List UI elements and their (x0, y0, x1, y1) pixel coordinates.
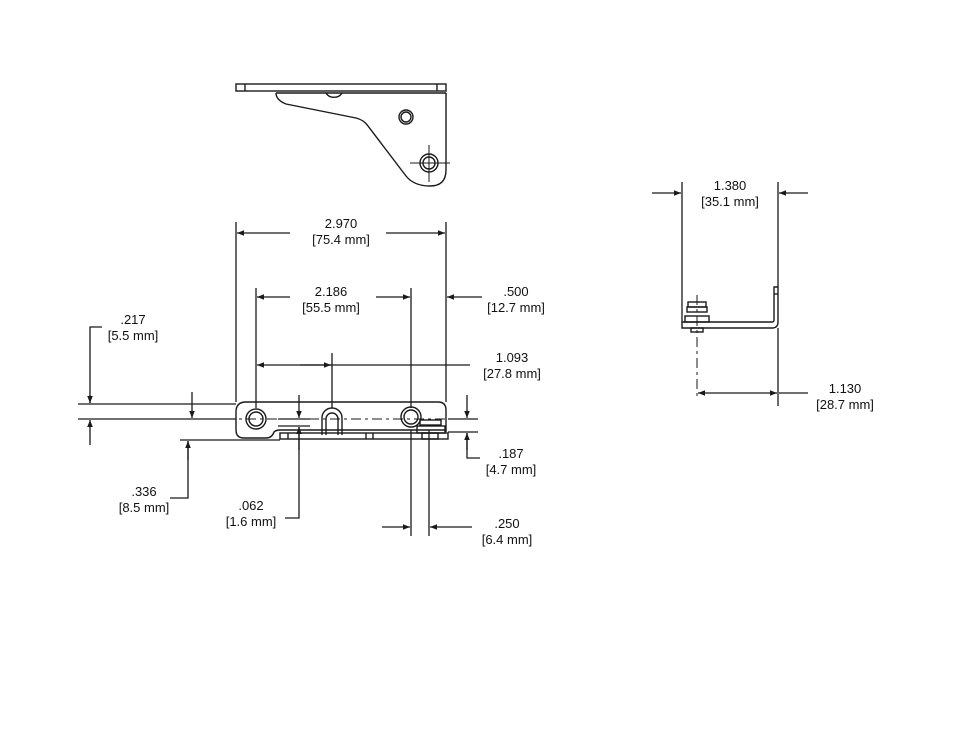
dim-mm: [75.4 mm] (312, 232, 370, 247)
dim-mm: [12.7 mm] (487, 300, 545, 315)
dim-inch: .217 (120, 312, 146, 327)
dim-mm: [8.5 mm] (118, 500, 170, 515)
dim-hole-spacing: 2.186 [55.5 mm] (302, 284, 360, 316)
dim-inch: 2.970 (324, 216, 358, 231)
side-view-bracket (652, 182, 808, 406)
dim-center-offset: 1.093 [27.8 mm] (483, 350, 541, 382)
dim-pin-offset: .250 [6.4 mm] (482, 516, 533, 548)
dim-mm: [35.1 mm] (701, 194, 759, 209)
dim-bottom-height: .336 [8.5 mm] (119, 484, 170, 516)
dim-inch: 1.130 (828, 381, 862, 396)
dim-mm: [27.8 mm] (483, 366, 541, 381)
dim-side-pin-span: 1.130 [28.7 mm] (816, 381, 874, 413)
dim-inch: .250 (494, 516, 520, 531)
dim-inch: .500 (503, 284, 529, 299)
dim-overall-width: 2.970 [75.4 mm] (312, 216, 370, 248)
dim-mm: [6.4 mm] (481, 532, 533, 547)
dim-inch: .062 (238, 498, 264, 513)
dim-inch: 1.093 (495, 350, 529, 365)
dim-thickness: .062 [1.6 mm] (226, 498, 277, 530)
dim-edge-offset: .500 [12.7 mm] (487, 284, 545, 316)
dim-mm: [28.7 mm] (816, 397, 874, 412)
dim-inch: 1.380 (713, 178, 747, 193)
dim-mm: [55.5 mm] (302, 300, 360, 315)
dim-inch: 2.186 (314, 284, 348, 299)
top-view-bracket (235, 83, 450, 187)
dim-mm: [5.5 mm] (107, 328, 159, 343)
dim-pin-height: .187 [4.7 mm] (486, 446, 537, 478)
dim-inch: .187 (498, 446, 524, 461)
dim-inch: .336 (131, 484, 157, 499)
dim-mm: [1.6 mm] (225, 514, 277, 529)
dim-top-height: .217 [5.5 mm] (108, 312, 159, 344)
dim-side-width: 1.380 [35.1 mm] (701, 178, 759, 210)
dim-mm: [4.7 mm] (485, 462, 537, 477)
front-view-hinge (225, 401, 470, 440)
front-dimensions (78, 222, 482, 536)
